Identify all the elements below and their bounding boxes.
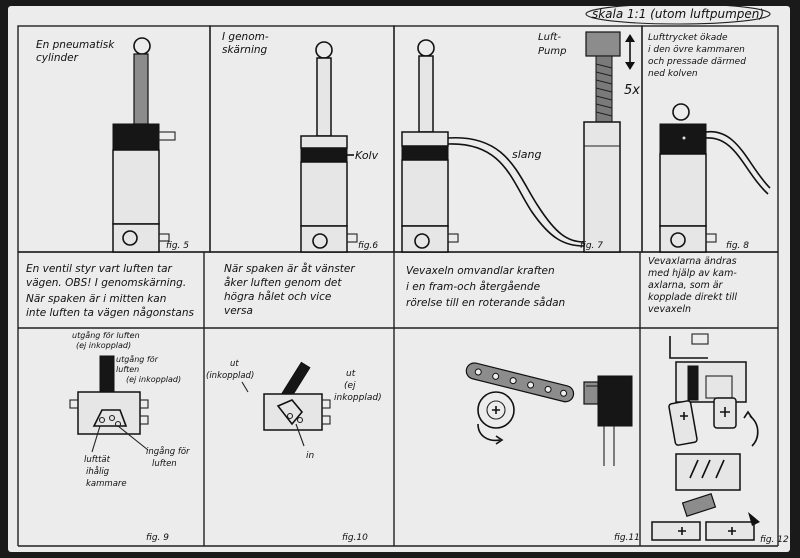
fig6-rod-eye (315, 41, 333, 59)
fig5-base (112, 223, 160, 253)
desc11-line1: Vevaxeln omvandlar kraften (406, 265, 555, 277)
fig5-title-line2: cylinder (36, 52, 79, 64)
fig10-in-label: in (306, 451, 315, 461)
fig5-barrel (112, 149, 160, 225)
fig5-rod-eye (133, 37, 151, 55)
fig9-label: fig. 9 (146, 533, 169, 543)
fig10-valve-body (263, 393, 323, 431)
fig11-connecting-rod (465, 362, 575, 403)
fig6-title-line1: I genom- (222, 31, 269, 43)
fig11-crank-wheel (477, 391, 515, 429)
fig5-title-line1: En pneumatisk (36, 39, 115, 51)
desc10-line1: När spaken är åt vänster (224, 262, 355, 275)
fig10-out-left-line1: ut (230, 359, 239, 369)
fig9-inlet-line2: luften (152, 459, 177, 469)
fig10-out-left-line2: (inkopplad) (206, 371, 254, 381)
fig8-text-line2: i den övre kammaren (648, 45, 745, 55)
desc10-line2: åker luften genom det (224, 276, 342, 289)
fig10-out-right-line1: ut (346, 369, 356, 379)
desc10-line3: högra hålet och vice (224, 290, 331, 303)
desc12-line4: kopplade direkt till (648, 292, 737, 303)
drawing-sheet: skala 1:1 (utom luftpumpen) En pneumatis… (8, 3, 790, 552)
middle-descriptions: En ventil styr vart luften tar vägen. OB… (26, 256, 737, 319)
desc11-line2: i en fram-och återgående (406, 280, 540, 293)
fig9-chamber-line3: kammare (86, 479, 127, 489)
fig6-cross-section: I genom- skärning Kolv fig.6 (222, 31, 379, 253)
desc9-line3: När spaken är i mitten kan (26, 293, 166, 305)
desc12-line2: med hjälp av kam- (648, 268, 737, 279)
storyboard-drawing: skala 1:1 (utom luftpumpen) En pneumatis… (17, 3, 789, 547)
fig10-valve-left: ut (inkopplad) in ut (ej inkopplad) fig.… (206, 359, 382, 543)
fig5-piston-rod (133, 53, 149, 125)
fig10-out-right-line3: inkopplad) (334, 393, 382, 403)
fig9-valve: utgång för luften (ej inkopplad) utgång … (69, 330, 190, 543)
fig7-hose (447, 137, 585, 243)
fig9-outlet-right-line2: luften (116, 365, 139, 374)
fig10-label: fig.10 (342, 533, 368, 543)
desc12-line3: axlarna, som är (648, 280, 724, 291)
fig8-pressure: Lufttrycket ökade i den övre kammaren oc… (648, 33, 771, 253)
fig9-lever (99, 355, 115, 395)
fig9-outlet-right-line3: (ej inkopplad) (126, 375, 181, 384)
fig6-label: fig.6 (358, 241, 378, 251)
fig7-multiplier: 5x (624, 83, 640, 98)
desc11-line3: rörelse till en roterande sådan (406, 296, 565, 309)
fig5-top-cap (112, 123, 160, 151)
fig5-label: fig. 5 (166, 241, 189, 251)
fig11-crankshaft: fig.11 (465, 362, 640, 543)
fig11-cylinder-end (597, 375, 633, 427)
fig7-pump-handle (585, 31, 621, 57)
desc9-line4: inte luften ta vägen någonstans (26, 306, 194, 319)
fig7-hose-label: slang (512, 148, 541, 161)
fig6-piston-label: Kolv (355, 149, 379, 162)
fig6-piston (300, 147, 348, 163)
fig12-camshafts: fig. 12 (651, 333, 789, 545)
fig7-pump-label-line1: Luft- (538, 32, 561, 43)
fig7-pump-label-line2: Pump (538, 46, 566, 57)
fig9-chamber-line1: lufttät (84, 455, 111, 465)
fig8-text-line1: Lufttrycket ökade (648, 33, 728, 43)
fig11-label: fig.11 (614, 533, 640, 543)
fig8-text-line3: och pressade därmed (648, 57, 746, 67)
fig9-outlet-right-line1: utgång för (116, 354, 159, 364)
fig5-cylinder: En pneumatisk cylinder fig. 5 (36, 37, 189, 253)
panel-grid (17, 25, 779, 547)
fig7-label: fig. 7 (580, 241, 603, 251)
fig8-text-line4: ned kolven (648, 69, 698, 79)
desc10-line4: versa (224, 305, 253, 317)
fig7-pump-connection: slang Luft- Pump 5x fig. 7 (401, 31, 640, 253)
fig9-chamber-line2: ihålig (86, 466, 110, 477)
scale-note-text: skala 1:1 (utom luftpumpen) (592, 7, 764, 21)
fig12-label: fig. 12 (760, 535, 789, 545)
fig9-valve-body (77, 391, 141, 435)
fig10-out-right-line2: (ej (344, 381, 356, 391)
fig9-outlet-left-line2: (ej inkopplad) (76, 341, 131, 350)
desc12-line5: vevaxeln (648, 304, 691, 315)
scale-note: skala 1:1 (utom luftpumpen) (585, 3, 771, 25)
fig7-pump-barrel (583, 121, 621, 253)
desc9-line2: vägen. OBS! I genomskärning. (26, 277, 186, 289)
desc9-line1: En ventil styr vart luften tar (26, 263, 173, 275)
fig9-outlet-left-line1: utgång för luften (72, 330, 140, 340)
desc12-line1: Vevaxlarna ändras (648, 256, 737, 267)
fig8-label: fig. 8 (726, 241, 749, 251)
fig6-title-line2: skärning (222, 44, 268, 56)
fig9-inlet-line1: ingång för (146, 446, 190, 457)
